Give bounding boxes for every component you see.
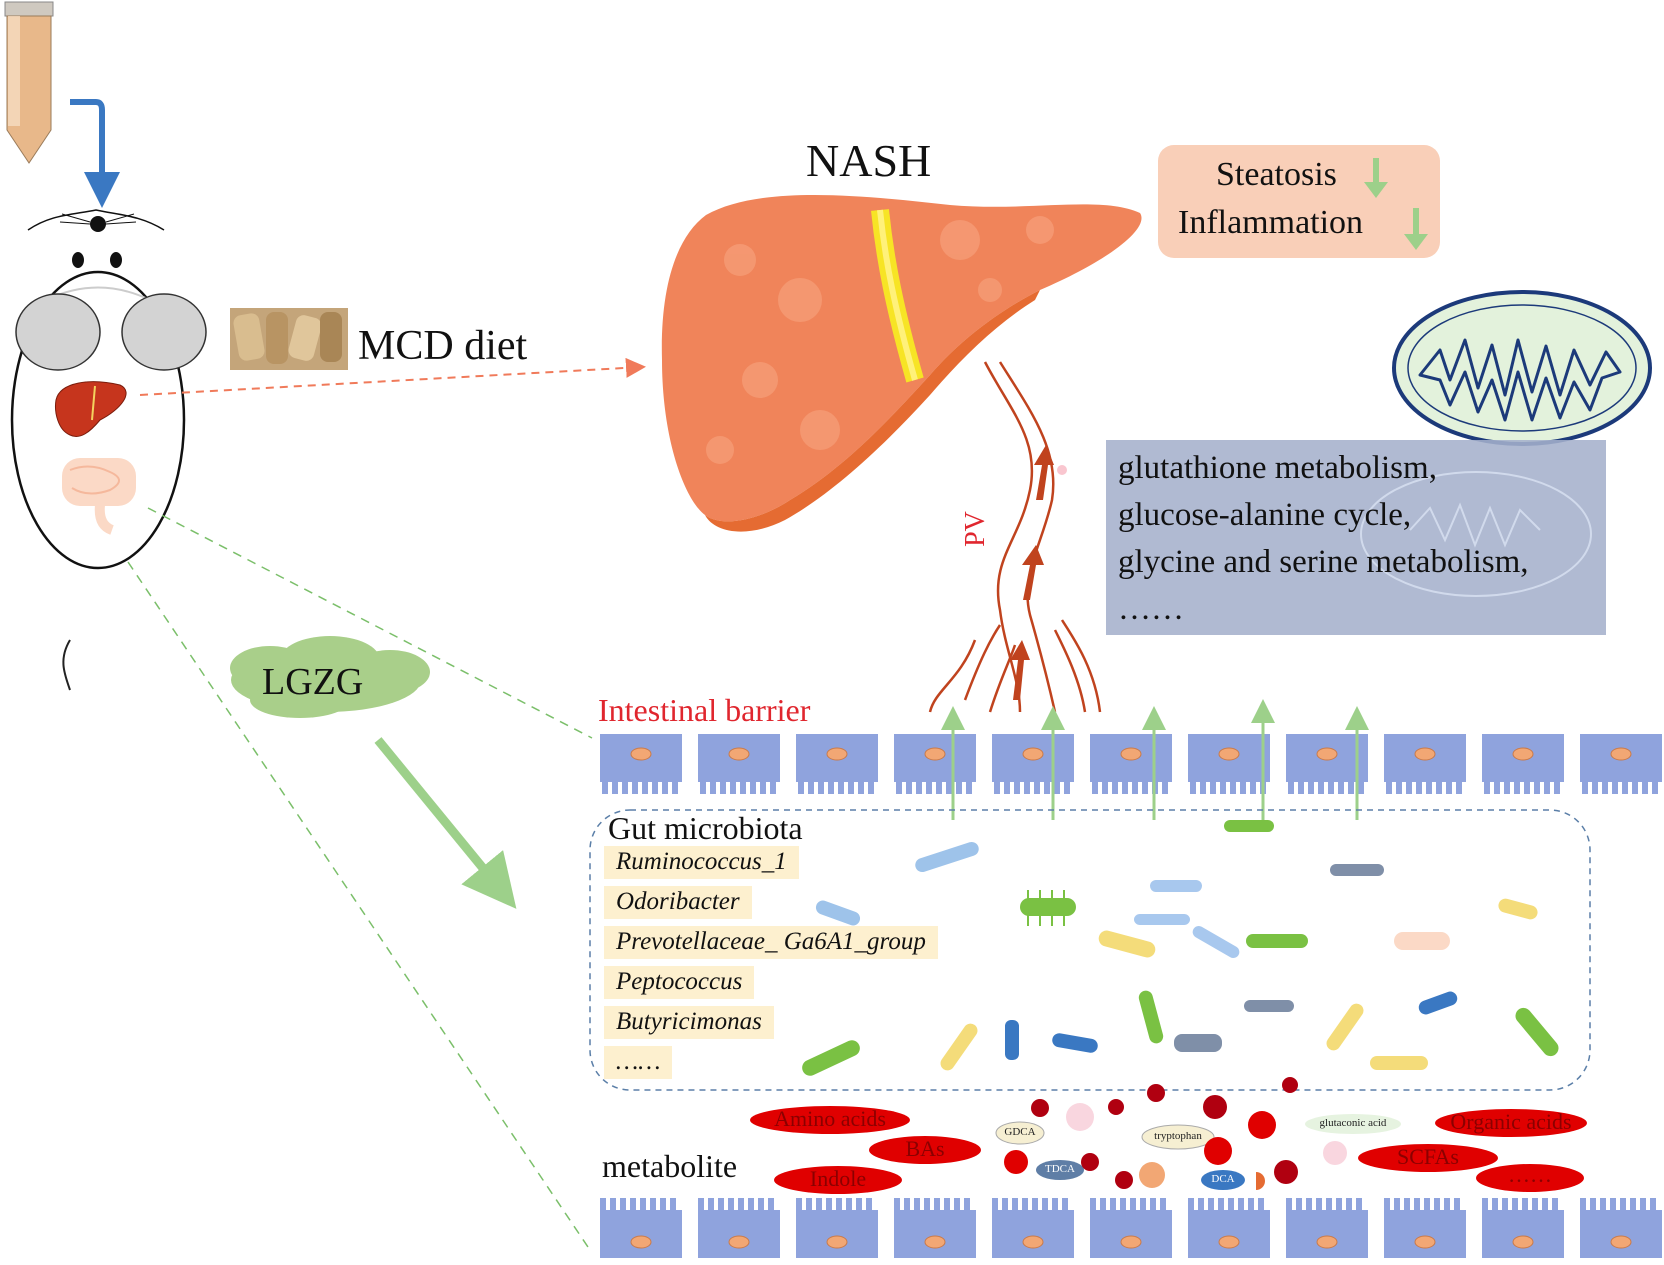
bacteria-item: Butyricimonas xyxy=(604,1006,774,1039)
intestinal-barrier-bottom xyxy=(599,1197,1663,1259)
pv-label: PV xyxy=(959,511,991,547)
microbiota-title: Gut microbiota xyxy=(608,810,803,846)
outcome-inflammation: Inflammation xyxy=(1178,204,1364,241)
bacteria-item: Odoribacter xyxy=(604,886,752,919)
metabolite-indole: Indole xyxy=(809,1166,867,1191)
barrier-arrows xyxy=(941,699,1369,820)
pathway-item: glucose-alanine cycle, xyxy=(1118,497,1412,533)
metabolite-glutaconic-acid: glutaconic acid xyxy=(1319,1117,1387,1129)
cloud-icon xyxy=(230,636,430,718)
food-pellets-icon xyxy=(230,308,348,370)
pv-arrows xyxy=(1010,445,1054,700)
outcome-box xyxy=(1158,145,1440,258)
bacteria-item: Prevotellaceae_ Ga6A1_group xyxy=(604,926,938,959)
mitochondria-icon xyxy=(1392,290,1652,446)
pathway-item: glutathione metabolism, xyxy=(1118,450,1437,486)
pathway-item: …… xyxy=(1118,591,1184,627)
metabolite-organic-acids: Organic acids xyxy=(1450,1109,1572,1134)
metabolite-gdca: GDCA xyxy=(1004,1126,1036,1138)
metabolite-tryptophan: tryptophan xyxy=(1154,1130,1202,1142)
metabolite-scfas: SCFAs xyxy=(1397,1144,1459,1169)
diet-label: MCD diet xyxy=(358,323,528,369)
metabolite-dca: DCA xyxy=(1211,1173,1235,1185)
mouse-icon xyxy=(10,209,207,691)
intestine-icon xyxy=(62,458,136,535)
metabolite-shapes xyxy=(750,1077,1587,1194)
down-arrow-icon xyxy=(1364,158,1428,250)
barrier-label: Intestinal barrier xyxy=(598,692,811,728)
treatment-label: LGZG xyxy=(262,661,364,703)
tube-icon xyxy=(4,1,54,164)
bacteria-item: Ruminococcus_1 xyxy=(604,846,799,879)
microbiota-box xyxy=(589,809,1591,1091)
metabolite-amino-acids: Amino acids xyxy=(774,1106,886,1131)
bacteria-icon xyxy=(802,820,1559,1076)
metabolite-bas: BAs xyxy=(905,1136,945,1161)
bacteria-item: Peptococcus xyxy=(604,966,755,999)
metabolite-title: metabolite xyxy=(602,1148,738,1184)
metabolite-tdca: TDCA xyxy=(1045,1163,1075,1175)
page-title: NASH xyxy=(806,135,932,186)
outcome-steatosis: Steatosis xyxy=(1216,156,1337,193)
feed-arrow xyxy=(70,99,120,208)
metabolite-more: …… xyxy=(1508,1162,1552,1187)
pathway-box xyxy=(1106,440,1606,635)
bacteria-item: …… xyxy=(604,1046,673,1079)
pathway-item: glycine and serine metabolism, xyxy=(1118,544,1529,580)
liver-icon xyxy=(661,195,1142,532)
intestinal-barrier-top xyxy=(599,733,1663,795)
